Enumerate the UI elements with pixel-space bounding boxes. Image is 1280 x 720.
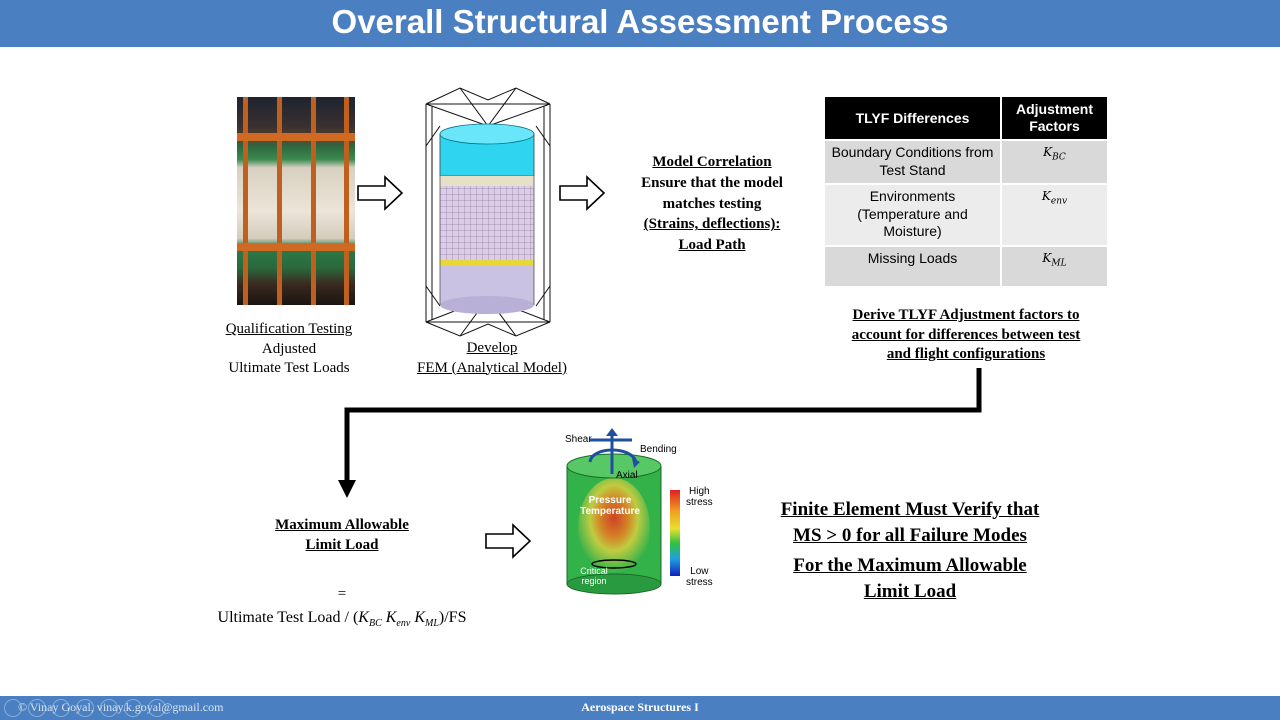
low-stress-label: Low stress — [686, 566, 713, 588]
grid-icon[interactable] — [76, 699, 94, 717]
zoom-icon[interactable] — [100, 699, 118, 717]
pressure-temperature-label: Pressure Temperature — [580, 495, 640, 517]
derive-factors-text: Derive TLYF Adjustment factors to accoun… — [851, 307, 1081, 362]
table-header-differences: TLYF Differences — [825, 97, 1002, 140]
verify-statement: Finite Element Must Verify that MS > 0 f… — [780, 499, 1040, 546]
model-correlation-text: Model Correlation Ensure that the model … — [641, 154, 783, 254]
qualification-test-photo — [237, 97, 355, 305]
more-icon[interactable] — [124, 699, 142, 717]
table-row: Missing Loads KML — [825, 245, 1107, 286]
high-stress-label: High stress — [686, 486, 713, 508]
qualification-caption: Qualification Testing Adjusted Ultimate … — [225, 321, 353, 376]
tlyf-table: TLYF Differences Adjustment Factors Boun… — [825, 97, 1107, 286]
critical-region-label: Critical region — [580, 566, 608, 586]
shear-label: Shear — [565, 434, 592, 445]
max-allowable-statement: For the Maximum Allowable Limit Load — [793, 555, 1027, 602]
pen-icon[interactable] — [52, 699, 70, 717]
right-arrow-icon — [357, 175, 404, 211]
fea-stress-figure: Shear Bending Axial Pressure Temperature… — [560, 428, 720, 596]
limit-load-formula: Ultimate Test Load / (KBC Kenv KML)/FS — [217, 609, 467, 630]
menu-icon[interactable] — [28, 699, 46, 717]
player-controls — [4, 699, 166, 717]
slide-title: Overall Structural Assessment Process — [331, 3, 949, 40]
table-row: Environments (Temperature and Moisture) … — [825, 183, 1107, 246]
right-arrow-icon — [485, 523, 532, 559]
fem-caption: Develop FEM (Analytical Model) — [417, 340, 567, 376]
max-allowable-caption: Maximum Allowable Limit Load — [275, 517, 409, 553]
title-bar — [0, 0, 1280, 47]
bending-label: Bending — [640, 444, 677, 455]
table-row: Boundary Conditions from Test Stand KBC — [825, 139, 1107, 184]
course-name: Aerospace Structures I — [581, 700, 699, 714]
copyright-text: © Vinay Goyal, vinay.k.goyal@gmail.com — [18, 700, 224, 714]
table-header-factors: Adjustment Factors — [1001, 97, 1107, 140]
fem-model-drawing — [425, 87, 551, 337]
axial-label: Axial — [616, 470, 638, 481]
equals-sign: = — [337, 586, 347, 602]
previous-icon[interactable] — [4, 699, 22, 717]
flow-connector-arrow — [338, 368, 982, 498]
right-arrow-icon — [559, 175, 606, 211]
next-icon[interactable] — [148, 699, 166, 717]
footer-bar: © Vinay Goyal, vinay.k.goyal@gmail.com A… — [0, 696, 1280, 720]
